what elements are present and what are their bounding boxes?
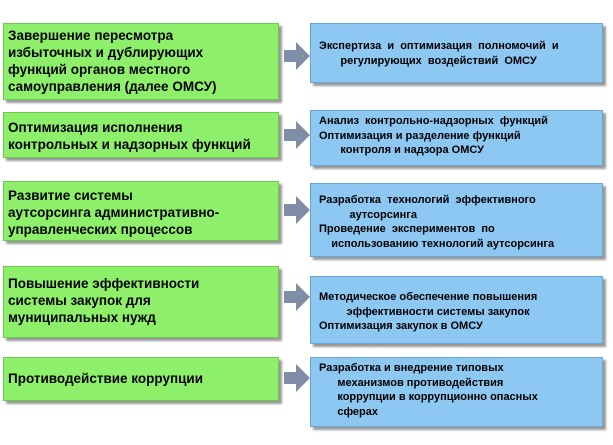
task-line: контроля и надзора ОМСУ xyxy=(319,144,484,156)
goal-box-1: Завершение пересмотра избыточных и дубли… xyxy=(3,23,279,100)
task-box-1: Экспертиза и оптимизация полномочий и ре… xyxy=(310,23,603,83)
task-line: Разработка и внедрение типовых xyxy=(319,362,504,374)
task-line: Оптимизация и разделение функций xyxy=(319,129,521,142)
task-line: Проведение экспериментов по xyxy=(319,223,495,235)
task-line: Разработка технологий эффективного xyxy=(319,194,536,206)
arrow-right-icon xyxy=(284,42,310,70)
goal-box-3: Развитие системы аутсорсинга администрат… xyxy=(3,181,279,241)
task-line: Экспертиза и оптимизация полномочий и xyxy=(319,40,559,52)
arrow-right-icon xyxy=(284,196,310,224)
task-line: аутсорсинга xyxy=(319,208,417,221)
goal-box-5: Противодействие коррупции xyxy=(3,357,279,401)
task-line: сферах xyxy=(319,405,379,418)
task-line: регулирующих воздействий ОМСУ xyxy=(319,54,537,67)
task-line: Методическое обеспечение повышения xyxy=(319,291,538,303)
arrow-right-icon xyxy=(284,283,310,311)
arrow-right-icon xyxy=(284,121,310,149)
task-line: Анализ контрольно-надзорных функций xyxy=(319,115,548,127)
task-line: эффективности системы закупок xyxy=(319,305,530,318)
task-line: использованию технологий аутсорсинга xyxy=(319,237,555,250)
task-line: коррупции в коррупционно опасных xyxy=(319,391,538,403)
arrow-right-icon xyxy=(284,364,310,392)
task-box-3: Разработка технологий эффективного аутсо… xyxy=(310,183,603,257)
task-box-5: Разработка и внедрение типовых механизмо… xyxy=(310,357,603,427)
task-line: механизмов противодействия xyxy=(319,376,504,389)
task-box-4: Методическое обеспечение повышения эффек… xyxy=(310,276,603,344)
goal-box-2: Оптимизация исполнения контрольных и над… xyxy=(3,112,279,158)
task-line: Оптимизация закупок в ОМСУ xyxy=(319,320,483,332)
goal-box-4: Повышение эффективности системы закупок … xyxy=(3,266,279,338)
task-box-2: Анализ контрольно-надзорных функций Опти… xyxy=(310,110,603,166)
